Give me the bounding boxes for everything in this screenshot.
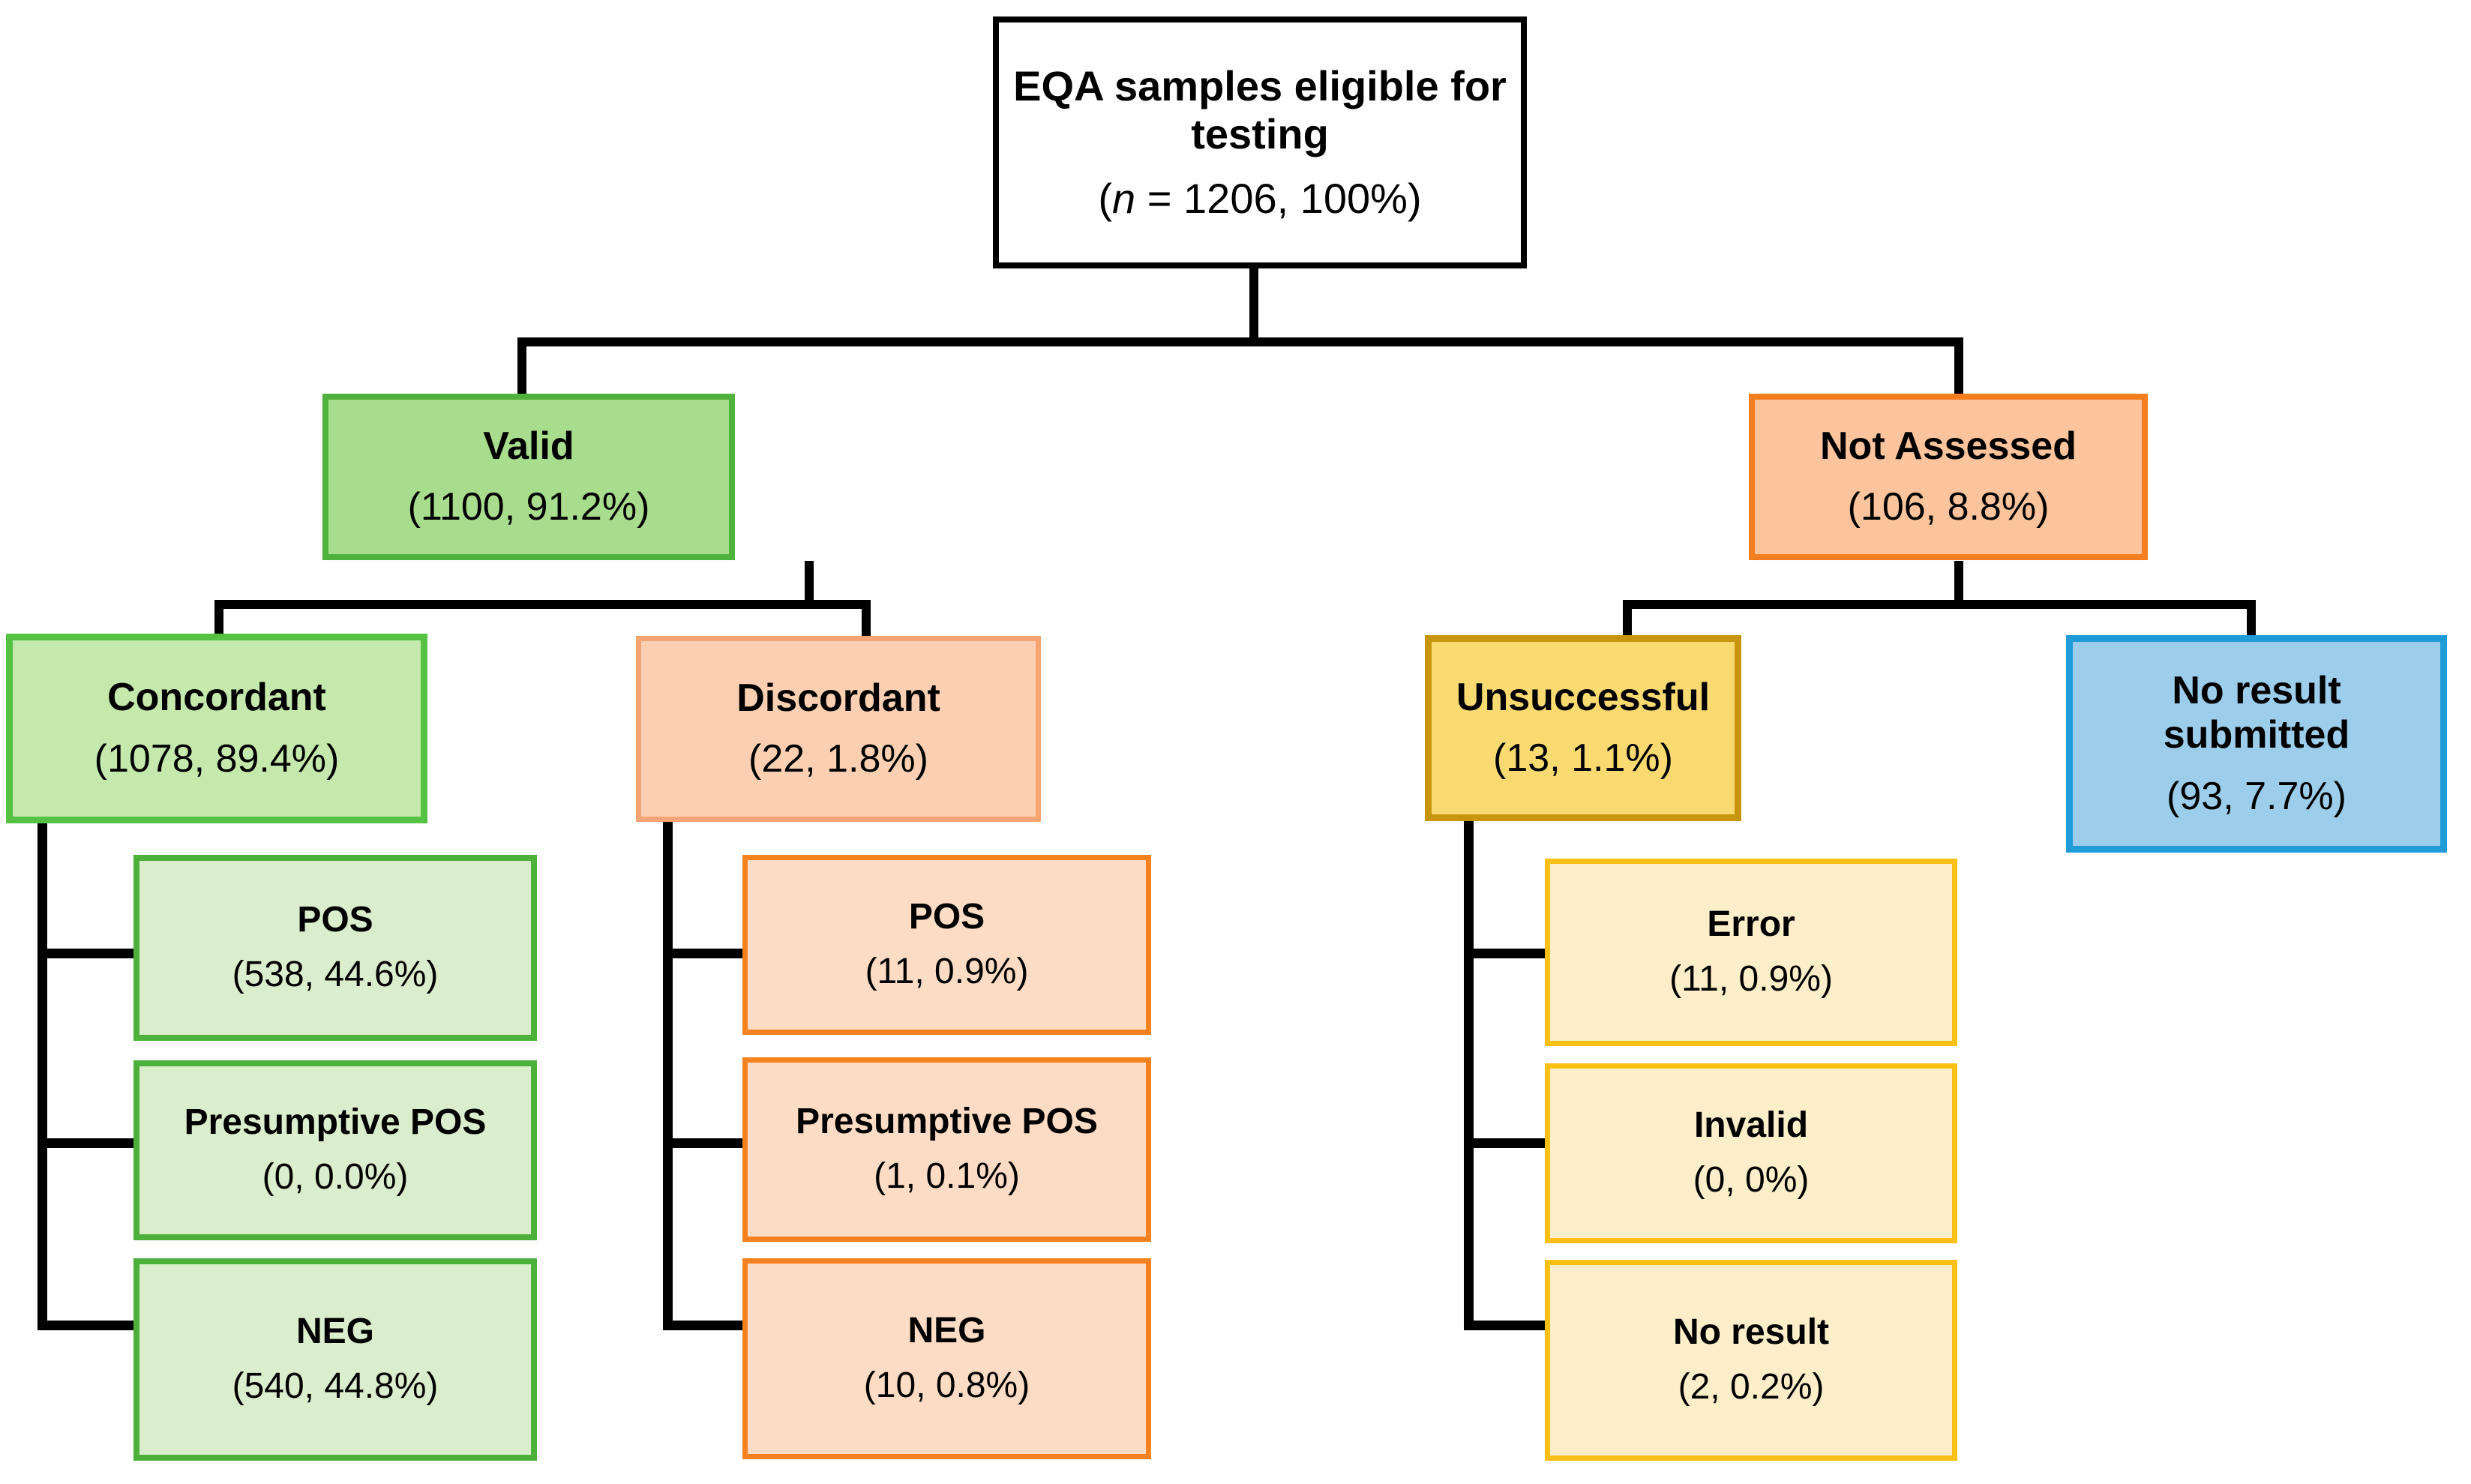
node-no-result-submitted[interactable]: No result submitted (93, 7.7%) xyxy=(2066,635,2447,853)
node-root[interactable]: EQA samples eligible for testing (n = 12… xyxy=(993,16,1527,268)
node-concordant[interactable]: Concordant (1078, 89.4%) xyxy=(6,634,427,823)
connector-level3-left-bar xyxy=(214,600,871,609)
node-discordant-neg-title: NEG xyxy=(907,1311,986,1351)
node-root-title-line2: testing xyxy=(1191,110,1329,158)
node-root-title-line1: EQA samples eligible for xyxy=(1013,62,1507,110)
connector-unsuccessful-arm-error xyxy=(1464,949,1550,958)
node-unsuccessful-error-title: Error xyxy=(1707,904,1795,945)
node-concordant-neg-title: NEG xyxy=(295,1312,374,1352)
node-valid[interactable]: Valid (1100, 91.2%) xyxy=(322,394,735,560)
connector-level3-right-bar xyxy=(1623,600,2256,609)
connector-valid-stem xyxy=(805,561,814,600)
node-concordant-neg[interactable]: NEG (540, 44.8%) xyxy=(133,1258,537,1461)
connector-level2-bar xyxy=(517,337,1963,346)
connector-discordant-arm-pos xyxy=(663,949,745,958)
node-discordant-presumptive-pos-title: Presumptive POS xyxy=(796,1102,1098,1142)
node-no-result-submitted-count: (93, 7.7%) xyxy=(2167,774,2347,818)
node-concordant-presumptive-pos-count: (0, 0.0%) xyxy=(262,1157,409,1197)
node-unsuccessful-invalid-title: Invalid xyxy=(1693,1105,1809,1146)
node-valid-title: Valid xyxy=(483,424,574,468)
node-root-count: (n = 1206, 100%) xyxy=(1098,175,1421,223)
connector-root-stem xyxy=(1249,268,1258,337)
node-unsuccessful-count: (13, 1.1%) xyxy=(1493,736,1673,780)
node-discordant-pos-title: POS xyxy=(908,897,985,937)
connector-to-discordant xyxy=(862,600,871,636)
node-no-result-submitted-title-line1: No result xyxy=(2172,669,2341,713)
connector-to-not-assessed xyxy=(1954,337,1963,411)
connector-unsuccessful-trunk xyxy=(1464,819,1474,1330)
connector-concordant-trunk xyxy=(37,819,47,1330)
connector-concordant-arm-neg xyxy=(37,1321,139,1330)
node-valid-count: (1100, 91.2%) xyxy=(407,485,650,529)
node-discordant-pos[interactable]: POS (11, 0.9%) xyxy=(742,855,1151,1035)
node-not-assessed-title: Not Assessed xyxy=(1820,424,2077,468)
node-concordant-pos-title: POS xyxy=(297,900,373,940)
connector-discordant-trunk xyxy=(663,819,673,1330)
node-unsuccessful[interactable]: Unsuccessful (13, 1.1%) xyxy=(1425,635,1741,821)
connector-unsuccessful-arm-invalid xyxy=(1464,1138,1550,1148)
node-discordant-count: (22, 1.8%) xyxy=(748,737,928,781)
node-unsuccessful-no-result[interactable]: No result (2, 0.2%) xyxy=(1545,1260,1957,1461)
node-root-count-prefix: ( xyxy=(1098,174,1113,222)
node-unsuccessful-error-count: (11, 0.9%) xyxy=(1669,959,1833,999)
node-discordant[interactable]: Discordant (22, 1.8%) xyxy=(636,636,1041,822)
node-discordant-title: Discordant xyxy=(736,676,940,720)
connector-discordant-arm-neg xyxy=(663,1321,745,1330)
node-discordant-presumptive-pos-count: (1, 0.1%) xyxy=(874,1156,1020,1196)
connector-to-valid xyxy=(517,337,526,411)
node-discordant-neg[interactable]: NEG (10, 0.8%) xyxy=(742,1258,1151,1459)
node-unsuccessful-title: Unsuccessful xyxy=(1456,675,1711,719)
node-concordant-neg-count: (540, 44.8%) xyxy=(232,1366,439,1406)
connector-concordant-arm-presumptive xyxy=(37,1138,139,1148)
connector-to-no-result-submitted xyxy=(2247,600,2256,636)
node-unsuccessful-invalid[interactable]: Invalid (0, 0%) xyxy=(1545,1063,1957,1243)
connector-not-assessed-stem xyxy=(1954,561,1963,600)
connector-unsuccessful-arm-no-result xyxy=(1464,1321,1550,1330)
connector-discordant-arm-presumptive xyxy=(663,1138,745,1148)
node-concordant-title: Concordant xyxy=(107,676,326,720)
node-discordant-presumptive-pos[interactable]: Presumptive POS (1, 0.1%) xyxy=(742,1057,1151,1242)
connector-concordant-arm-pos xyxy=(37,949,139,958)
connector-to-unsuccessful xyxy=(1623,600,1632,636)
node-unsuccessful-error[interactable]: Error (11, 0.9%) xyxy=(1545,859,1957,1046)
node-discordant-pos-count: (11, 0.9%) xyxy=(865,952,1029,991)
node-not-assessed[interactable]: Not Assessed (106, 8.8%) xyxy=(1749,394,2148,560)
connector-to-concordant xyxy=(214,600,223,636)
node-no-result-submitted-title-line2: submitted xyxy=(2163,713,2350,757)
node-discordant-neg-count: (10, 0.8%) xyxy=(863,1366,1030,1405)
node-concordant-pos[interactable]: POS (538, 44.6%) xyxy=(133,855,537,1041)
node-concordant-presumptive-pos-title: Presumptive POS xyxy=(184,1102,487,1143)
node-root-count-body: = 1206, 100%) xyxy=(1135,174,1422,222)
node-unsuccessful-no-result-count: (2, 0.2%) xyxy=(1678,1367,1825,1407)
node-unsuccessful-invalid-count: (0, 0%) xyxy=(1693,1160,1810,1200)
node-concordant-count: (1078, 89.4%) xyxy=(94,736,340,781)
node-concordant-pos-count: (538, 44.6%) xyxy=(232,955,439,994)
node-unsuccessful-no-result-title: No result xyxy=(1672,1312,1830,1353)
node-concordant-presumptive-pos[interactable]: Presumptive POS (0, 0.0%) xyxy=(133,1060,537,1240)
node-not-assessed-count: (106, 8.8%) xyxy=(1847,485,2050,529)
node-root-count-italic-n: n xyxy=(1112,174,1136,222)
